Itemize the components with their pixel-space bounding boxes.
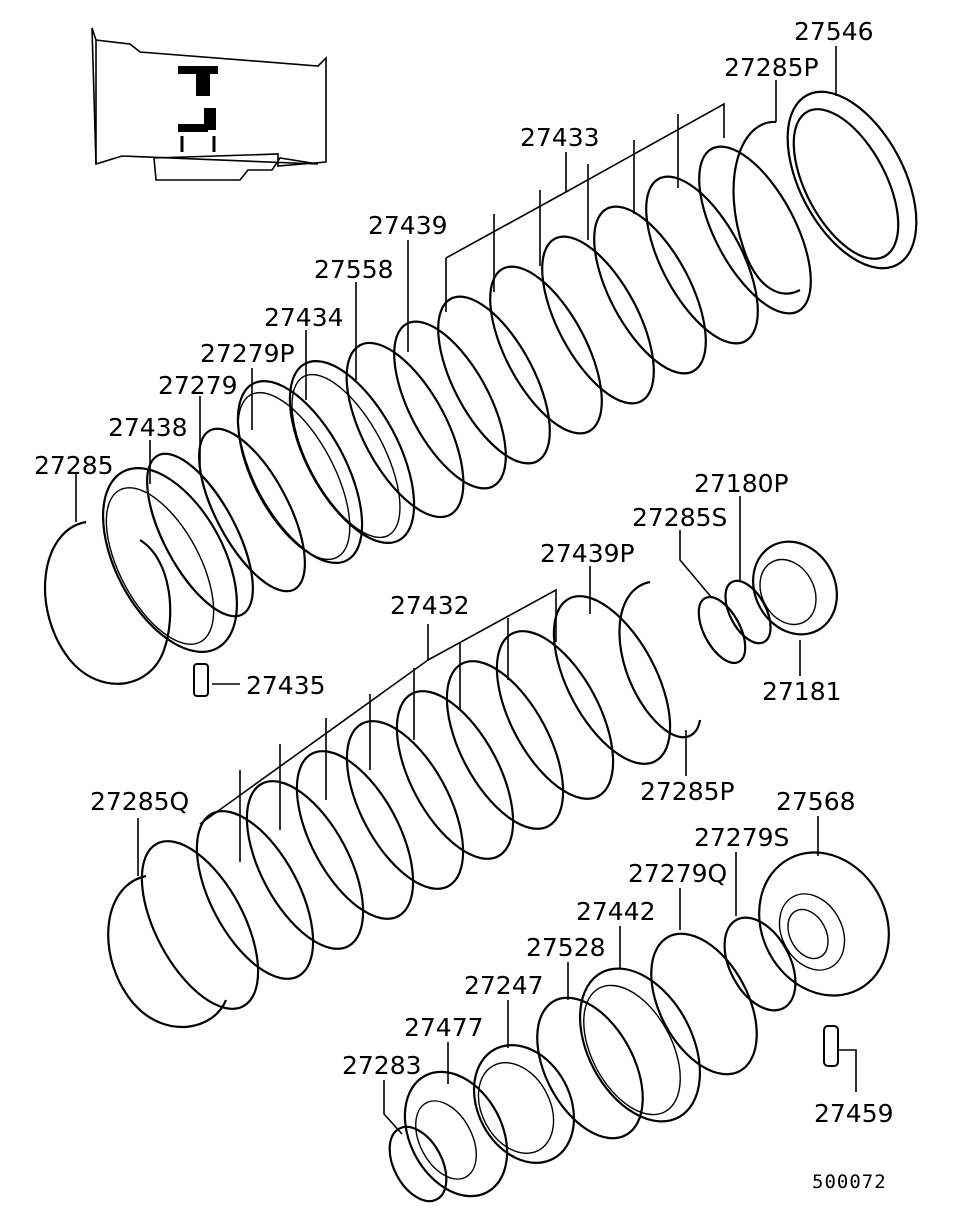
part-27247-drawing (472, 1044, 576, 1164)
part-27279Q-drawing (650, 932, 758, 1076)
part-27438-drawing (101, 467, 239, 653)
part-27285P-top-drawing (732, 120, 801, 295)
part-label-27439: 27439 (368, 211, 448, 240)
part-label-27438: 27438 (108, 413, 188, 442)
lower-right-small-parts (618, 540, 838, 739)
part-label-27285S: 27285S (632, 503, 727, 532)
part-label-27433: 27433 (520, 123, 600, 152)
part-27439P-drawing (552, 595, 672, 765)
part-label-27285P-top: 27285P (724, 53, 819, 82)
part-27442-drawing (578, 967, 702, 1123)
part-27279S-drawing (723, 916, 797, 1012)
part-label-27285: 27285 (34, 451, 114, 480)
part-27285-drawing (43, 520, 172, 685)
part-label-27285P-mid: 27285P (640, 777, 735, 806)
part-label-27285Q: 27285Q (90, 787, 189, 816)
part-27285P-mid-drawing (618, 580, 702, 739)
part-27285Q-drawing (107, 874, 228, 1029)
part-label-27435: 27435 (246, 671, 326, 700)
part-27279P-drawing (198, 427, 306, 593)
part-27439-drawing (345, 341, 465, 519)
part-label-27279S: 27279S (694, 823, 789, 852)
part-27528-drawing (536, 996, 644, 1140)
part-label-27439P: 27439P (540, 539, 635, 568)
part-label-27558: 27558 (314, 255, 394, 284)
part-label-27459: 27459 (814, 1099, 894, 1128)
part-label-27442: 27442 (576, 897, 656, 926)
part-label-27180P: 27180P (694, 469, 789, 498)
part-27568-drawing (758, 851, 890, 997)
part-label-27568: 27568 (776, 787, 856, 816)
part-27285S-drawing (697, 596, 747, 664)
part-27546-drawing (786, 90, 918, 270)
part-label-27283: 27283 (342, 1051, 422, 1080)
leader-lines (75, 46, 857, 1135)
part-label-27247: 27247 (464, 971, 544, 1000)
part-27283-drawing (388, 1125, 448, 1203)
part-27435-drawing (193, 663, 209, 697)
upper-clutch-pack (43, 90, 918, 697)
diagram-code: 500072 (812, 1171, 887, 1193)
part-label-27434: 27434 (264, 303, 344, 332)
part-label-27279Q: 27279Q (628, 859, 727, 888)
part-27434-drawing (236, 380, 364, 564)
part-number-labels: 27546 27285P 27433 27439 27558 27434 272… (34, 17, 894, 1193)
part-27181-drawing (752, 540, 838, 636)
part-label-27279P: 27279P (200, 339, 295, 368)
part-label-27279: 27279 (158, 371, 238, 400)
part-27279-drawing (146, 452, 254, 618)
part-label-27546: 27546 (794, 17, 874, 46)
part-label-27432: 27432 (390, 591, 470, 620)
part-27477-drawing (403, 1070, 509, 1198)
part-27558-drawing (288, 360, 416, 544)
part-27180P-drawing (724, 579, 772, 645)
transmission-locator-inset (91, 27, 327, 181)
middle-clutch-pack (107, 595, 672, 1029)
part-27459-drawing (823, 1025, 839, 1067)
part-label-27477: 27477 (404, 1013, 484, 1042)
lower-pack (388, 851, 890, 1203)
part-27433-plates (393, 145, 812, 490)
part-label-27181: 27181 (762, 677, 842, 706)
part-label-27528: 27528 (526, 933, 606, 962)
